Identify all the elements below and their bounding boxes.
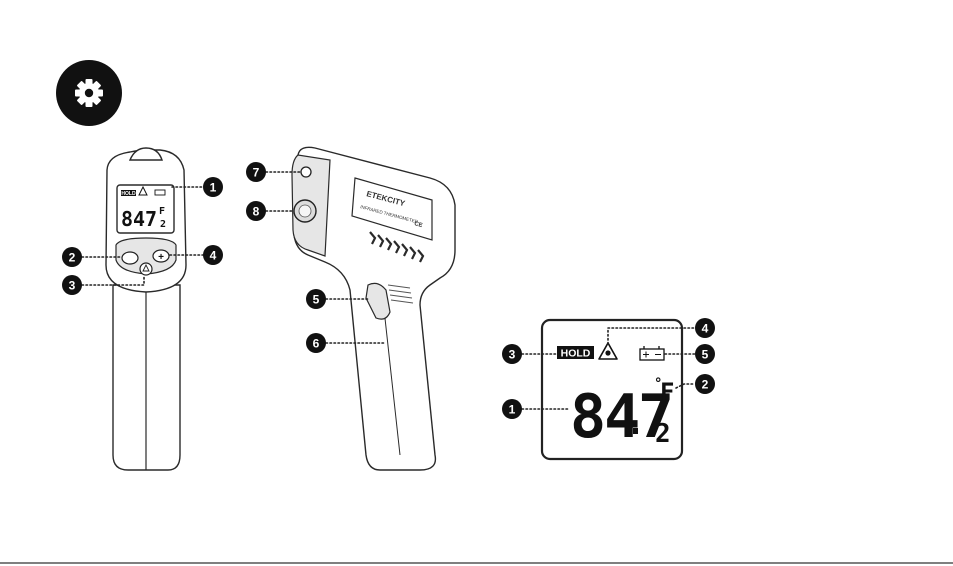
settings-badge [56,60,122,126]
callout-front-3-label: 3 [69,279,76,293]
side-ir-lens-inner [299,205,311,217]
lcd-hold-label: HOLD [561,348,591,360]
callout-lcd-3-label: 3 [509,348,516,362]
front-reading-sub: 2 [160,219,166,230]
callout-lcd-1-label: 1 [509,403,516,417]
lcd-reading-sub: 2 [655,419,671,449]
front-view-device: HOLD 84 7 F 2 + [106,148,186,470]
lcd-detail: HOLD 84 7 ° F 2 [542,320,682,459]
lcd-unit: F [660,378,674,406]
front-reading: 84 [121,207,145,231]
side-laser-window [301,167,311,177]
callout-side-8-label: 8 [253,205,260,219]
lcd-reading-main: 84 [570,382,638,452]
callout-side-6-label: 6 [313,337,320,351]
front-hold-label: HOLD [121,191,136,197]
plus-icon: + [158,252,164,263]
callout-front-4-label: 4 [210,249,217,263]
callout-side-7-label: 7 [253,166,260,180]
callout-side-5-label: 5 [313,293,320,307]
callout-lcd-4-label: 4 [702,322,709,336]
gear-icon [75,79,103,107]
callout-lcd-2-label: 2 [702,378,709,392]
callout-lcd-5-label: 5 [702,348,709,362]
front-left-button[interactable] [122,252,138,264]
front-unit: F [159,206,165,217]
front-reading-tenths: 7 [145,207,157,231]
callout-front-2-label: 2 [69,251,76,265]
callout-front-1-label: 1 [210,181,217,195]
